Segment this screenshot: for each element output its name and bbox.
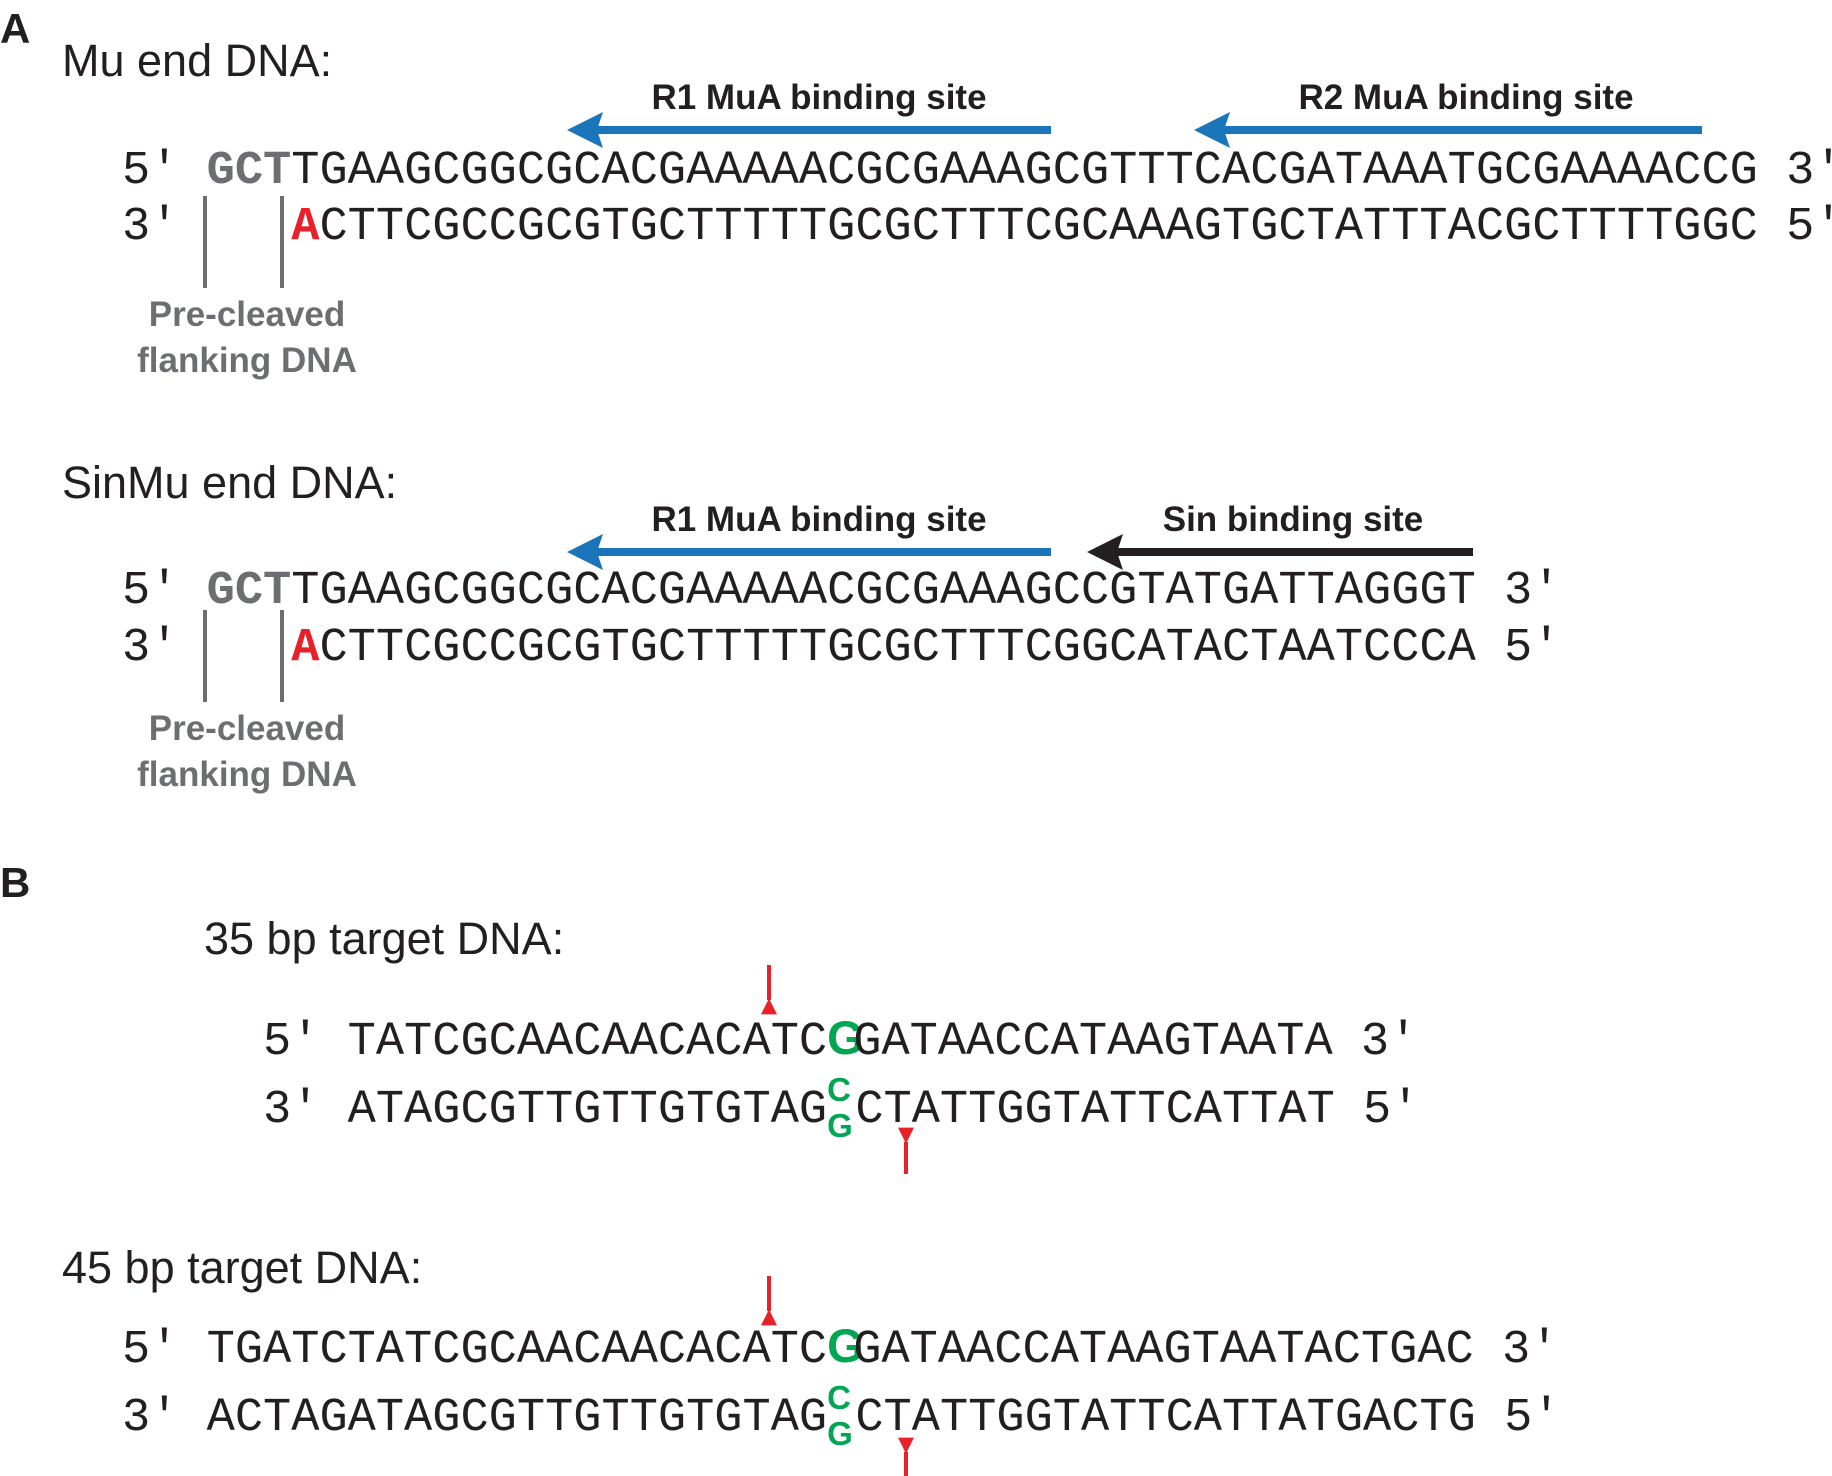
flank-bases: GCT [206, 145, 292, 198]
target-base: G [827, 1107, 853, 1144]
end-label: 5′ [1475, 1392, 1561, 1445]
r1-site-label: R1 MuA binding site [651, 500, 987, 539]
end-label: 5′ [122, 145, 207, 198]
end-label: 5′ [122, 565, 207, 618]
sin-arrow [1087, 534, 1473, 570]
end-label: 3′ [122, 622, 292, 675]
flank-label-line: flanking DNA [137, 754, 357, 794]
end-label: 5′ [1786, 201, 1832, 254]
flank-label: Pre-cleaved flanking DNA [137, 292, 357, 383]
sequence: ACTAGATAGCGTTGTTGTGTAG [206, 1392, 828, 1445]
end-label: 3′ [1332, 1016, 1418, 1069]
sequence: TGATCTATCGCAACAACACATC [206, 1324, 828, 1377]
sequence: TGAAGCGGCGCACGAAAAACGCGAAAGCGTTTCACGATAA… [291, 145, 1758, 198]
terminal-base: A [291, 201, 320, 254]
sequence: ATAGCGTTGTTGTGTAG [347, 1084, 828, 1137]
flank-label-line: Pre-cleaved [148, 295, 346, 334]
sequence: GATAACCATAAGTAATACTGAC [853, 1324, 1474, 1377]
target-base: C [827, 1071, 851, 1108]
end-label: 3′ [1475, 565, 1561, 618]
flank-label-line: Pre-cleaved [148, 709, 346, 748]
target-base: G [827, 1415, 853, 1452]
panel-label-a: A [0, 5, 31, 52]
end-label: 3′ [122, 201, 292, 254]
sequence: CTTCGCCGCGTGCTTTTTGCGCTTTCGCAAAGTGCTATTT… [319, 201, 1758, 254]
terminal-base: A [291, 622, 320, 675]
end-label: 5′ [122, 1324, 207, 1377]
mu-bottom-strand: 3′ ACTTCGCCGCGTGCTTTTTGCGCTTTCGCAAAGTGCT… [122, 204, 1832, 251]
sequence: GATAACCATAAGTAATA [853, 1016, 1333, 1069]
r1-muA-arrow [567, 534, 1051, 570]
end-label: 3′ [263, 1084, 348, 1137]
sinmu-bottom-strand: 3′ ACTTCGCCGCGTGCTTTTTGCGCTTTCGGCATACTAA… [122, 625, 1560, 672]
sequence: CTTCGCCGCGTGCTTTTTGCGCTTTCGGCATACTAATCCC… [319, 622, 1476, 675]
target45-title: 45 bp target DNA: [62, 1242, 423, 1293]
flank-label: Pre-cleaved flanking DNA [137, 706, 357, 797]
target-base: C [827, 1379, 851, 1416]
r1-site-label: R1 MuA binding site [651, 78, 987, 117]
r2-site-label: R2 MuA binding site [1298, 78, 1634, 117]
sequence: TGAAGCGGCGCACGAAAAACGCGAAAGCCGTATGATTAGG… [291, 565, 1476, 618]
end-label: 3′ [1786, 145, 1832, 198]
target-base: G [827, 1011, 864, 1064]
sequence: TATCGCAACAACACATC [347, 1016, 828, 1069]
flank-bases: GCT [206, 565, 292, 618]
sequence: CTATTGGTATTCATTAT [855, 1084, 1335, 1137]
end-label: 3′ [122, 1392, 207, 1445]
sinmu-end-title: SinMu end DNA: [62, 457, 398, 508]
mu-top-strand: 5′ GCTTGAAGCGGCGCACGAAAAACGCGAAAGCGTTTCA… [122, 148, 1832, 195]
r2-muA-arrow [1194, 112, 1702, 148]
target-base: G [827, 1319, 864, 1372]
sinmu-top-strand: 5′ GCTTGAAGCGGCGCACGAAAAACGCGAAAGCCGTATG… [122, 568, 1560, 615]
target45-top-strand: 5′ TGATCTATCGCAACAACACATCGGATAACCATAAGTA… [122, 1322, 1558, 1374]
mu-end-title: Mu end DNA: [62, 35, 333, 86]
panel-label-b: B [0, 859, 31, 906]
sequence: CTATTGGTATTCATTATGACTG [855, 1392, 1476, 1445]
end-label: 5′ [1475, 622, 1561, 675]
flank-label-line: flanking DNA [137, 340, 357, 380]
target35-title: 35 bp target DNA: [204, 913, 565, 964]
r1-muA-arrow [567, 112, 1051, 148]
end-label: 5′ [263, 1016, 348, 1069]
end-label: 5′ [1334, 1084, 1420, 1137]
sin-site-label: Sin binding site [1162, 500, 1424, 539]
end-label: 3′ [1473, 1324, 1559, 1377]
target35-top-strand: 5′ TATCGCAACAACACATCGGATAACCATAAGTAATA 3… [263, 1014, 1417, 1066]
